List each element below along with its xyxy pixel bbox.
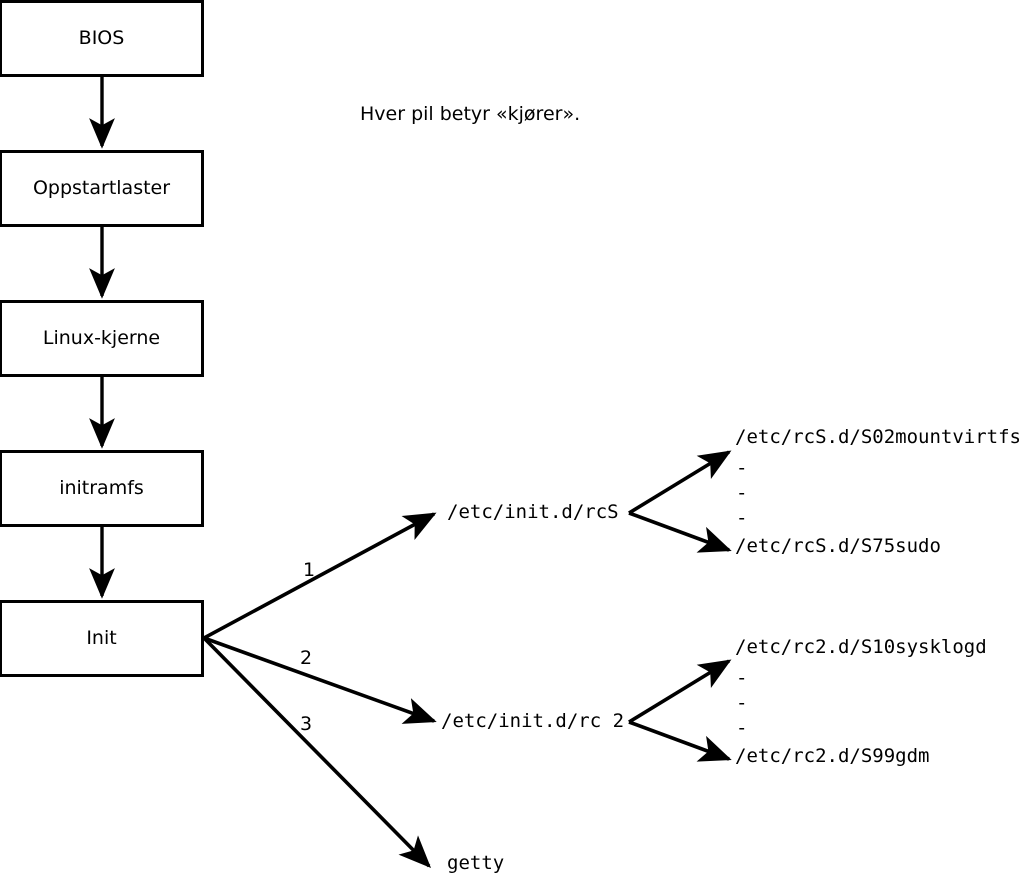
branch-target-getty: getty xyxy=(447,852,505,874)
node-oppstartlaster: Oppstartlaster xyxy=(0,150,204,227)
rcs-last-script: /etc/rcS.d/S75sudo xyxy=(735,535,941,557)
arrow-rc2-to-last-script xyxy=(628,720,732,762)
rcs-ellipsis-2: - xyxy=(736,482,748,504)
arrow-init-branch-2 xyxy=(203,636,437,724)
node-linux-kjerne-label: Linux-kjerne xyxy=(42,327,161,349)
node-init: Init xyxy=(0,600,204,677)
node-oppstartlaster-label: Oppstartlaster xyxy=(32,177,171,199)
rc2-ellipsis-3: - xyxy=(736,717,748,739)
node-linux-kjerne: Linux-kjerne xyxy=(0,300,204,377)
node-init-label: Init xyxy=(86,627,117,649)
rc2-first-script: /etc/rc2.d/S10sysklogd xyxy=(735,636,987,658)
edge-label-2: 2 xyxy=(300,647,313,669)
rc2-ellipsis-1: - xyxy=(736,667,748,689)
arrow-init-branch-1 xyxy=(203,512,437,640)
edge-label-1: 1 xyxy=(303,559,316,581)
arrow-rcs-to-last-script xyxy=(628,511,732,553)
node-initramfs: initramfs xyxy=(0,450,204,527)
rcs-ellipsis-1: - xyxy=(736,457,748,479)
node-bios-label: BIOS xyxy=(78,27,125,49)
arrow-rcs-to-first-script xyxy=(628,450,732,515)
branch-target-rcs: /etc/init.d/rcS xyxy=(447,501,619,523)
node-initramfs-label: initramfs xyxy=(59,477,144,499)
arrow-rc2-to-first-script xyxy=(628,659,732,724)
rcs-first-script: /etc/rcS.d/S02mountvirtfs xyxy=(735,426,1021,448)
diagram-caption: Hver pil betyr «kjører». xyxy=(360,103,581,125)
rcs-ellipsis-3: - xyxy=(736,507,748,529)
arrow-init-branch-3 xyxy=(202,636,432,869)
branch-target-rc2: /etc/init.d/rc 2 xyxy=(441,710,625,732)
edge-label-3: 3 xyxy=(300,713,313,735)
rc2-last-script: /etc/rc2.d/S99gdm xyxy=(735,745,930,767)
rc2-ellipsis-2: - xyxy=(736,692,748,714)
node-bios: BIOS xyxy=(0,0,204,77)
